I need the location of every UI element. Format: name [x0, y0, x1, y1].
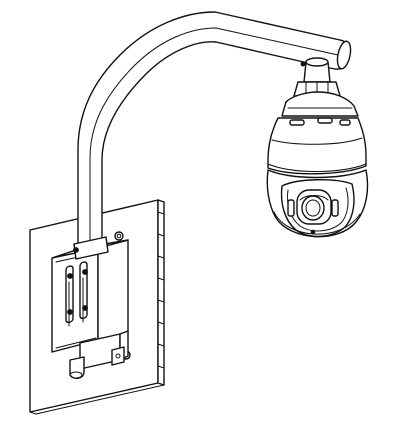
pendant-bracket	[293, 57, 341, 97]
wall-screw	[114, 231, 124, 241]
mounting-arm	[77, 11, 352, 251]
dome-camera	[266, 91, 369, 238]
junction-box	[51, 236, 129, 353]
cable-gland	[69, 330, 129, 380]
